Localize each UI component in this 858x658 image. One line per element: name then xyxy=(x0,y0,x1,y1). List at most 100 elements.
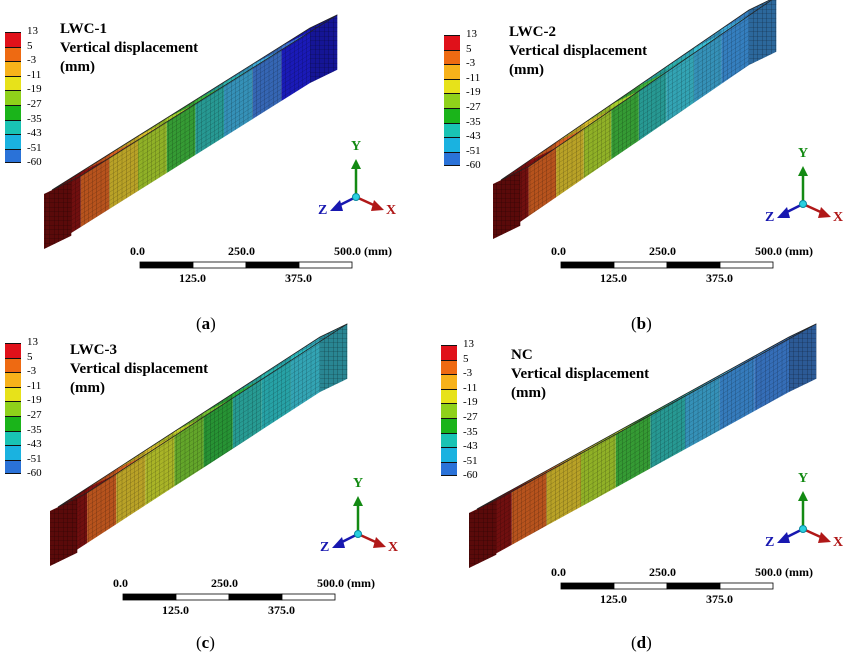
legend-swatch xyxy=(5,75,21,91)
specimen-name: LWC-2 xyxy=(509,24,556,40)
caption-letter: d xyxy=(636,633,647,652)
scale-label: 375.0 xyxy=(268,603,295,617)
legend-value: 13 xyxy=(27,336,38,348)
result-quantity: Vertical displacement xyxy=(70,361,209,377)
caption-letter: c xyxy=(201,633,210,652)
legend-value: -51 xyxy=(463,454,478,467)
z-axis-label: Z xyxy=(320,540,330,555)
beam-segment xyxy=(252,32,309,119)
result-quantity: Vertical displacement xyxy=(511,366,650,382)
z-axis-label: Z xyxy=(765,210,775,225)
legend-swatch xyxy=(5,401,21,416)
scale-label: 0.0 xyxy=(130,244,145,258)
scale-bar-segment xyxy=(281,593,336,601)
result-unit: (mm) xyxy=(60,59,95,75)
legend-swatch xyxy=(444,64,460,79)
legend-value: -51 xyxy=(27,141,42,154)
fe-model-graphic xyxy=(50,323,386,601)
legend-value: -60 xyxy=(27,467,42,480)
legend-value: 5 xyxy=(463,352,469,365)
scale-bar-segment xyxy=(613,261,668,269)
result-unit: (mm) xyxy=(70,380,105,396)
legend-value: -35 xyxy=(466,115,481,128)
y-axis-label: Y xyxy=(351,139,362,154)
z-axis-label: Z xyxy=(765,535,775,550)
legend-swatch xyxy=(5,357,21,373)
beam-model xyxy=(50,323,348,566)
caption-letter: b xyxy=(636,314,647,333)
scale-label: 500.0 (mm) xyxy=(755,244,813,258)
legend-swatch xyxy=(5,104,21,120)
y-axis-label: Y xyxy=(353,476,364,491)
color-legend xyxy=(444,35,460,167)
legend-swatch xyxy=(441,461,457,477)
scale-label: 125.0 xyxy=(162,603,189,617)
scale-bar-segment xyxy=(122,593,177,601)
legend-value: -3 xyxy=(27,54,37,67)
scale-bar-segment xyxy=(228,593,283,601)
beam-segment xyxy=(80,140,137,227)
legend-swatch xyxy=(444,78,460,94)
legend-value: -11 xyxy=(466,71,481,84)
coordinate-triad xyxy=(332,496,386,548)
panel-caption: (b) xyxy=(631,314,652,333)
x-axis-label: X xyxy=(386,203,397,218)
y-axis-label: Y xyxy=(798,146,809,161)
legend-value: -60 xyxy=(463,469,478,482)
x-axis-label: X xyxy=(388,540,399,555)
legend-value: -19 xyxy=(463,396,478,409)
legend-value: 13 xyxy=(27,25,38,37)
legend-swatch xyxy=(441,345,457,360)
scale-label: 250.0 xyxy=(649,565,676,579)
legend-swatch xyxy=(5,119,21,135)
legend-value: -27 xyxy=(463,411,478,423)
result-quantity: Vertical displacement xyxy=(60,40,199,56)
scale-label: 125.0 xyxy=(179,271,206,285)
beam-segment xyxy=(281,14,338,101)
color-legend xyxy=(5,32,21,164)
legend-swatch xyxy=(5,148,21,164)
y-axis-label: Y xyxy=(798,471,809,486)
specimen-name: LWC-3 xyxy=(70,342,117,358)
scale-bar-segment xyxy=(666,261,721,269)
legend-value: -60 xyxy=(27,156,42,169)
legend-value: -3 xyxy=(463,367,473,380)
color-legend xyxy=(441,345,457,477)
legend-value: -3 xyxy=(27,365,37,378)
beam-model xyxy=(469,323,817,568)
legend-value: 5 xyxy=(27,350,33,363)
z-axis-label: Z xyxy=(318,203,328,218)
scale-label: 0.0 xyxy=(551,565,566,579)
beam-fixed-end xyxy=(469,499,497,568)
legend-value: 13 xyxy=(466,28,477,40)
legend-swatch xyxy=(5,32,21,47)
scale-label: 0.0 xyxy=(551,244,566,258)
beam-segment xyxy=(666,34,722,122)
scale-label: 375.0 xyxy=(706,592,733,606)
legend-value: -43 xyxy=(27,127,42,140)
beam-segment xyxy=(138,104,194,191)
legend-value: -51 xyxy=(27,452,42,465)
legend-value: -43 xyxy=(27,438,42,451)
legend-swatch xyxy=(444,151,460,167)
x-axis-label: X xyxy=(833,210,844,225)
scale-bar-segment xyxy=(666,582,721,590)
panel-caption: (d) xyxy=(631,633,652,652)
scale-bar xyxy=(139,261,353,269)
beam-segment xyxy=(195,68,252,155)
scale-bar-segment xyxy=(298,261,353,269)
beam-fixed-end xyxy=(44,180,72,249)
legend-swatch xyxy=(5,61,21,76)
beam-fixed-end xyxy=(50,497,78,566)
beam-fixed-end xyxy=(493,170,521,239)
legend-value: -3 xyxy=(466,57,476,70)
fe-model-graphic xyxy=(493,0,831,269)
x-axis-label: X xyxy=(833,535,844,550)
legend-value: -35 xyxy=(27,423,42,436)
result-unit: (mm) xyxy=(511,385,546,401)
